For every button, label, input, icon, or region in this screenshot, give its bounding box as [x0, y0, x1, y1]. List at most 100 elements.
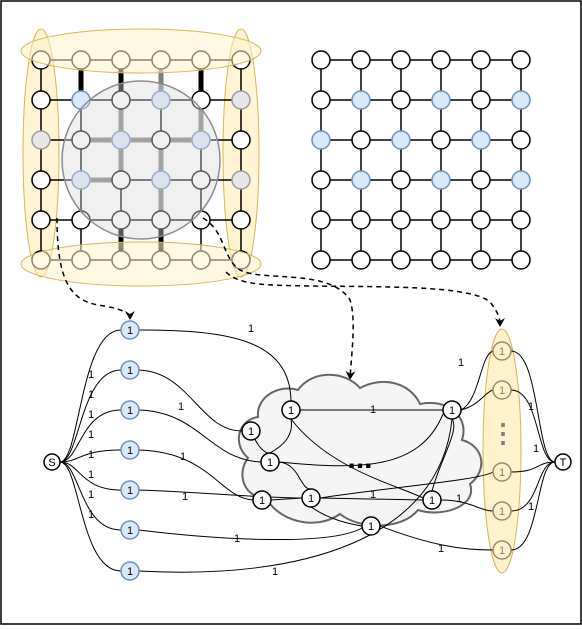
- right-grid-node: [351, 50, 371, 70]
- sink-edge: [510, 461, 556, 473]
- right-grid-node: [351, 250, 371, 270]
- sink-side-column: [482, 328, 522, 574]
- right-grid-node: [431, 50, 451, 70]
- right-column-node: [492, 341, 512, 361]
- sink-edge: [510, 350, 556, 463]
- cloud-to-right-edge: [319, 471, 494, 499]
- cloud-node: [442, 400, 462, 420]
- right-grid-node: [431, 130, 451, 150]
- sink-edge: [510, 461, 556, 551]
- cloud-node-label: 1: [429, 495, 435, 507]
- left-column-node-label: 1: [127, 405, 133, 417]
- source-edge: [59, 409, 122, 463]
- capacity-label: 1: [456, 493, 462, 505]
- left-column-node: [120, 561, 140, 581]
- cloud-node-label: 1: [449, 405, 455, 417]
- cloud-node: [361, 516, 381, 536]
- cloud-node-label: 1: [288, 405, 294, 417]
- right-grid-node-blue: [511, 90, 531, 110]
- left-column-node-label: 1: [127, 566, 133, 578]
- cloud-node: [241, 421, 261, 441]
- right-column-node: [492, 380, 512, 400]
- capacity-label: 1: [88, 369, 94, 381]
- cloud-to-right-edge: [460, 389, 494, 411]
- left-column-node: [120, 400, 140, 420]
- right-grid-node-blue: [391, 130, 411, 150]
- left-column-node: [120, 440, 140, 460]
- right-grid-node: [311, 170, 331, 190]
- right-grid-node: [311, 210, 331, 230]
- right-grid-node: [471, 210, 491, 230]
- left-grid-node: [71, 130, 91, 150]
- capacity-label: 1: [370, 489, 376, 501]
- cloud-to-right-edge: [379, 525, 494, 551]
- capacity-label: 1: [458, 357, 464, 369]
- left-grid-node: [31, 170, 51, 190]
- cloud-ellipsis: ...: [347, 442, 372, 475]
- right-grid-node: [511, 50, 531, 70]
- cloud-node-label: 1: [259, 495, 265, 507]
- cloud-node: [281, 400, 301, 420]
- right-grid-node: [471, 250, 491, 270]
- capacity-label: 1: [88, 389, 94, 401]
- left-grid-node: [231, 210, 251, 230]
- left-grid-node-grey: [31, 130, 51, 150]
- cloud-node-label: 1: [248, 426, 254, 438]
- capacity-label: 1: [533, 443, 539, 455]
- right-grid-node: [431, 210, 451, 230]
- left-grid-node-blue: [71, 170, 91, 190]
- right-grid-node-blue: [431, 90, 451, 110]
- cloud-internal-edge: [290, 418, 424, 499]
- left-column-node-label: 1: [127, 365, 133, 377]
- right-column-node-label: 1: [499, 385, 505, 397]
- right-grid-node: [311, 250, 331, 270]
- capacity-label: 1: [88, 409, 94, 421]
- right-grid-node: [311, 50, 331, 70]
- sink-edge: [510, 389, 556, 463]
- left-column-node: [120, 520, 140, 540]
- cloud-to-right-edge: [460, 350, 494, 411]
- left-to-cloud-edge: [138, 329, 292, 402]
- left-grid-node-blue: [191, 130, 211, 150]
- right-grid-node: [511, 130, 531, 150]
- left-grid-node-blue: [151, 90, 171, 110]
- right-grid-node-blue: [351, 170, 371, 190]
- dashed-arrow-to-right-column: [225, 271, 505, 327]
- cloud-node: [260, 452, 280, 472]
- cloud-node: [422, 490, 442, 510]
- cloud-internal-edge: [319, 497, 424, 501]
- right-grid-node: [511, 210, 531, 230]
- left-grid-node-grey: [231, 170, 251, 190]
- capacity-label: 1: [528, 501, 534, 513]
- capacity-label: 1: [178, 401, 184, 413]
- left-column-node-label: 1: [127, 325, 133, 337]
- right-grid-node-blue: [311, 130, 331, 150]
- left-to-cloud-edge: [138, 489, 303, 499]
- cloud-node-label: 1: [308, 493, 314, 505]
- left-grid-node: [151, 210, 171, 230]
- right-grid-node: [471, 50, 491, 70]
- left-column-node-label: 1: [127, 445, 133, 457]
- cloud-to-right-edge: [440, 499, 494, 512]
- right-grid-node: [391, 170, 411, 190]
- grey-region-circle: [61, 80, 221, 240]
- left-grid-node: [111, 90, 131, 110]
- left-grid-node: [231, 130, 251, 150]
- right-grid-node: [351, 130, 371, 150]
- left-grid-node: [31, 210, 51, 230]
- capacity-label: 1: [88, 449, 94, 461]
- dashed-arrow-to-left-column: [56, 217, 135, 320]
- left-column-node: [120, 320, 140, 340]
- left-to-cloud-edge: [138, 449, 254, 501]
- left-column-node: [120, 360, 140, 380]
- right-grid-node: [391, 50, 411, 70]
- right-column-node: [492, 501, 512, 521]
- sink-column-ellipsis: ⋮: [490, 418, 516, 448]
- top-horizontal-band: [20, 28, 262, 74]
- left-grid-node: [191, 170, 211, 190]
- cloud-node: [301, 488, 321, 508]
- cloud-node-label: 1: [368, 521, 374, 533]
